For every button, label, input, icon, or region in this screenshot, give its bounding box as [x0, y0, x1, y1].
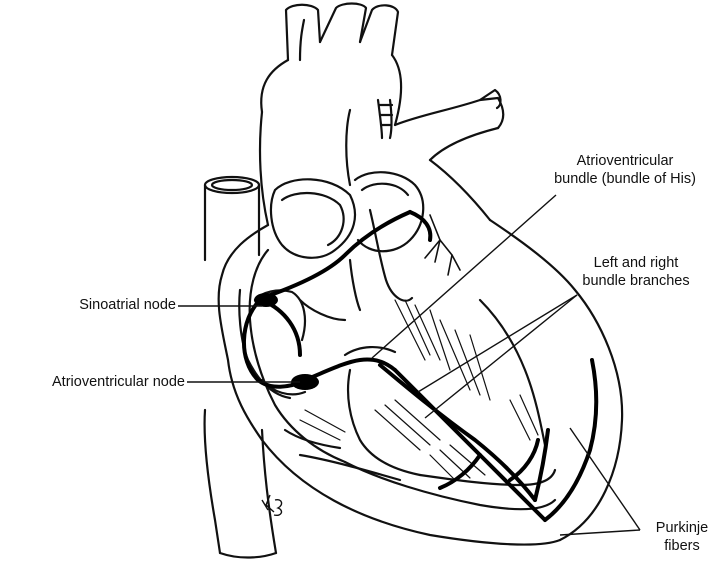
ventricles — [283, 298, 557, 487]
label-atrioventricular-node: Atrioventricular node — [2, 373, 185, 391]
label-av-bundle-line1: Atrioventricular — [576, 153, 674, 169]
pulmonary-artery — [345, 88, 505, 187]
leader-purkinje-1 — [569, 427, 641, 531]
conduction-system — [242, 210, 599, 522]
label-purkinje-line1: Purkinje — [655, 520, 709, 536]
leader-branches-2 — [424, 294, 578, 419]
pulmonary-branches — [424, 214, 461, 276]
atrioventricular-node-shape — [291, 374, 319, 390]
vena-cava — [203, 175, 278, 559]
leader-purkinje-2 — [559, 529, 641, 536]
label-bundle-branches-line2: bundle branches — [582, 273, 690, 289]
label-purkinje-line2: fibers — [664, 538, 700, 554]
aorta — [258, 2, 403, 227]
label-bundle-branches: Left and right bundle branches — [556, 254, 716, 290]
sinoatrial-node-shape — [254, 293, 278, 307]
label-purkinje-fibers: Purkinje fibers — [642, 519, 722, 555]
leader-branches-1 — [417, 294, 578, 393]
leader-lines — [178, 194, 641, 536]
label-sinoatrial-node: Sinoatrial node — [14, 296, 176, 314]
heart-valves — [269, 171, 425, 322]
label-atrioventricular-node-text: Atrioventricular node — [52, 374, 185, 390]
label-bundle-branches-line1: Left and right — [593, 255, 679, 271]
nodes — [254, 293, 319, 390]
chordae-tendineae — [299, 299, 539, 481]
label-av-bundle-line2: bundle (bundle of His) — [554, 171, 696, 187]
label-sinoatrial-node-text: Sinoatrial node — [79, 297, 176, 313]
label-av-bundle: Atrioventricular bundle (bundle of His) — [530, 152, 720, 188]
leader-av-bundle — [371, 194, 557, 359]
artist-signature — [261, 494, 283, 517]
